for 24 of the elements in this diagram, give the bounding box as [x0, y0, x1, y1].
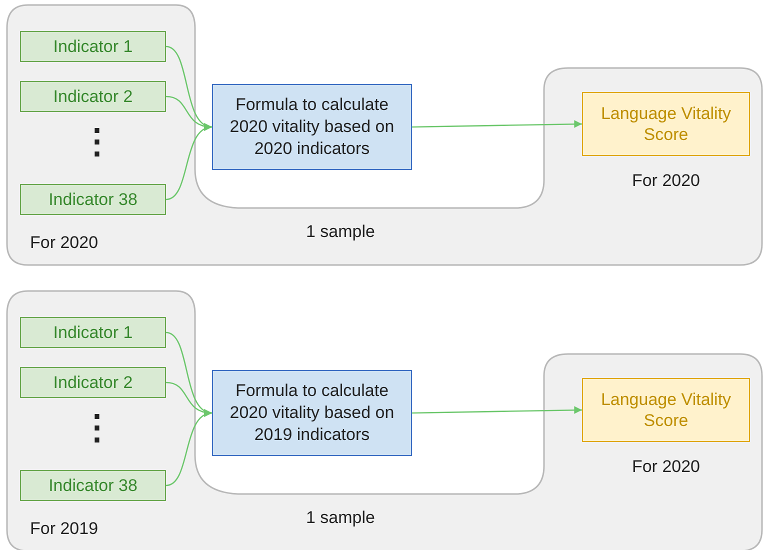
indicator-box: Indicator 2 [20, 367, 166, 398]
indicator-box: Indicator 1 [20, 31, 166, 62]
process-box: Formula to calculate 2020 vitality based on 2019 indicators [212, 370, 412, 456]
ellipsis-mark: ⋮ [80, 122, 114, 162]
indicator-box: Indicator 38 [20, 470, 166, 501]
indicator-box: Indicator 1 [20, 317, 166, 348]
year-label: For 2020 [30, 232, 98, 254]
indicator-box: Indicator 38 [20, 184, 166, 215]
score-box: Language Vitality Score [582, 378, 750, 442]
arrow [166, 46, 212, 129]
process-box: Formula to calculate 2020 vitality based on 2020 indicators [212, 84, 412, 170]
year-label: For 2020 [630, 170, 702, 192]
ellipsis-mark: ⋮ [80, 408, 114, 448]
year-label: For 2019 [30, 518, 98, 540]
indicator-box: Indicator 2 [20, 81, 166, 112]
arrow [166, 410, 212, 486]
arrow [412, 406, 582, 414]
arrow [166, 124, 212, 200]
year-label: For 2020 [630, 456, 702, 478]
arrow [166, 332, 212, 415]
region-label: 1 sample [306, 221, 375, 243]
region-label: 1 sample [306, 507, 375, 529]
score-box: Language Vitality Score [582, 92, 750, 156]
arrow [412, 120, 582, 128]
